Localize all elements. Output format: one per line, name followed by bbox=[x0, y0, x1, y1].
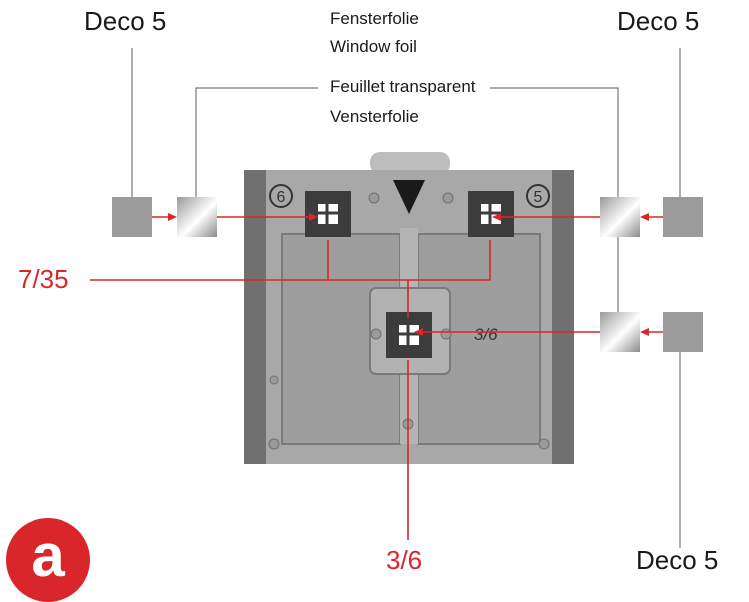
window-grid-icon bbox=[399, 325, 419, 345]
foil-square-right-bottom bbox=[600, 312, 640, 352]
leader-lines bbox=[131, 48, 681, 548]
svg-text:5: 5 bbox=[534, 189, 543, 206]
size-on-frame: 3/6 bbox=[474, 325, 498, 344]
foil-label-de: Fensterfolie bbox=[330, 9, 419, 28]
deco-square-left bbox=[112, 197, 152, 237]
window-right bbox=[468, 191, 514, 237]
triangle-down-icon bbox=[393, 180, 425, 214]
foil-label-fr: Feuillet transparent bbox=[330, 77, 476, 96]
window-center bbox=[386, 312, 432, 358]
svg-text:6: 6 bbox=[277, 189, 286, 206]
size-label-bottom: 3/6 bbox=[386, 545, 423, 575]
size-label-left: 7/35 bbox=[18, 264, 69, 294]
foil-square-left bbox=[177, 197, 217, 237]
deco-label-bottom-right: Deco 5 bbox=[636, 545, 719, 575]
deco-square-right-top bbox=[663, 197, 703, 237]
deco-label-top-right: Deco 5 bbox=[617, 6, 700, 36]
foil-label-nl: Vensterfolie bbox=[330, 107, 419, 126]
section-marker: a bbox=[6, 518, 90, 602]
red-arrows bbox=[90, 213, 663, 540]
frame-number-left: 6 bbox=[269, 184, 293, 208]
deco-label-top-left: Deco 5 bbox=[84, 6, 167, 36]
window-grid-icon bbox=[318, 204, 338, 224]
deco-square-right-bottom bbox=[663, 312, 703, 352]
foil-label-en: Window foil bbox=[330, 37, 417, 56]
window-grid-icon bbox=[481, 204, 501, 224]
window-left bbox=[305, 191, 351, 237]
frame-number-right: 5 bbox=[526, 184, 550, 208]
foil-square-right-top bbox=[600, 197, 640, 237]
